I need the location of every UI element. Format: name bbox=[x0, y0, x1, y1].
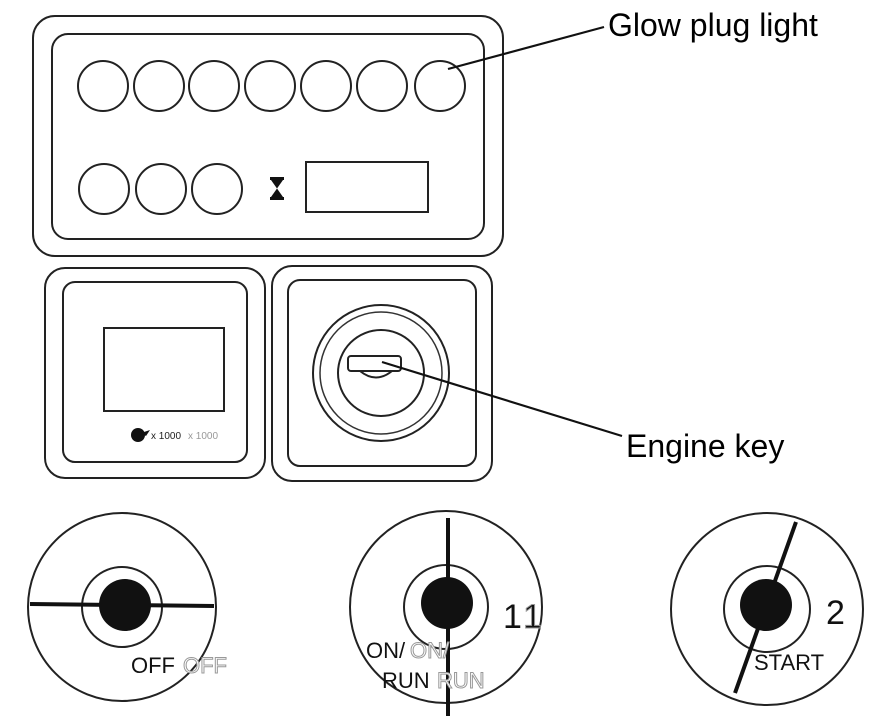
engine-key-label: Engine key bbox=[626, 428, 784, 464]
indicator-light-4 bbox=[244, 60, 296, 112]
ignition-bezel-outer bbox=[312, 304, 450, 442]
indicator-light-9 bbox=[135, 163, 187, 215]
tachometer-icon bbox=[131, 428, 150, 442]
key-position-start: 2 START bbox=[670, 512, 864, 706]
tachometer-display bbox=[103, 327, 225, 412]
ignition-bezel-inner bbox=[337, 329, 425, 417]
engine-key bbox=[347, 355, 402, 379]
indicator-light-2 bbox=[133, 60, 185, 112]
indicator-lights-bottom-row bbox=[78, 163, 243, 215]
key-position-off: OFF OFF bbox=[27, 512, 228, 702]
key-position-run: 1 1 ON/ ON/ RUN RUN bbox=[349, 510, 543, 716]
run-label: RUN bbox=[382, 668, 430, 693]
indicator-light-8 bbox=[78, 163, 130, 215]
indicator-light-3 bbox=[188, 60, 240, 112]
indicator-lights-top-row bbox=[77, 60, 466, 112]
indicator-light-6 bbox=[356, 60, 408, 112]
tachometer-scale-label: x 1000 bbox=[151, 431, 181, 442]
glow-plug-light-callout: Glow plug light bbox=[447, 7, 818, 71]
key-pivot bbox=[99, 579, 151, 631]
glow-plug-light bbox=[414, 60, 466, 112]
indicator-light-10 bbox=[191, 163, 243, 215]
hourglass-icon bbox=[270, 177, 284, 200]
tachometer-scale-label-ghost: x 1000 bbox=[188, 431, 218, 442]
ignition-bezel-middle bbox=[319, 311, 443, 435]
indicator-light-5 bbox=[300, 60, 352, 112]
hour-meter-display bbox=[305, 161, 429, 213]
tachometer-panel: x 1000 x 1000 bbox=[44, 267, 266, 479]
run-label-ghost: RUN bbox=[437, 668, 485, 693]
on-label: ON/ bbox=[366, 638, 406, 663]
run-position-number-ghost: 1 bbox=[523, 598, 542, 636]
off-label: OFF bbox=[131, 653, 175, 678]
off-label-ghost: OFF bbox=[183, 653, 227, 678]
upper-indicator-panel bbox=[32, 15, 504, 257]
engine-key-callout: Engine key bbox=[381, 360, 784, 464]
on-label-ghost: ON/ bbox=[410, 638, 450, 663]
key-pivot bbox=[421, 577, 473, 629]
glow-plug-light-label: Glow plug light bbox=[608, 7, 818, 43]
start-label: START bbox=[754, 650, 824, 675]
ignition-switch-panel bbox=[271, 265, 493, 482]
indicator-light-1 bbox=[77, 60, 129, 112]
start-position-number: 2 bbox=[826, 594, 845, 632]
run-position-number: 1 bbox=[503, 598, 522, 636]
key-pivot bbox=[740, 579, 792, 631]
